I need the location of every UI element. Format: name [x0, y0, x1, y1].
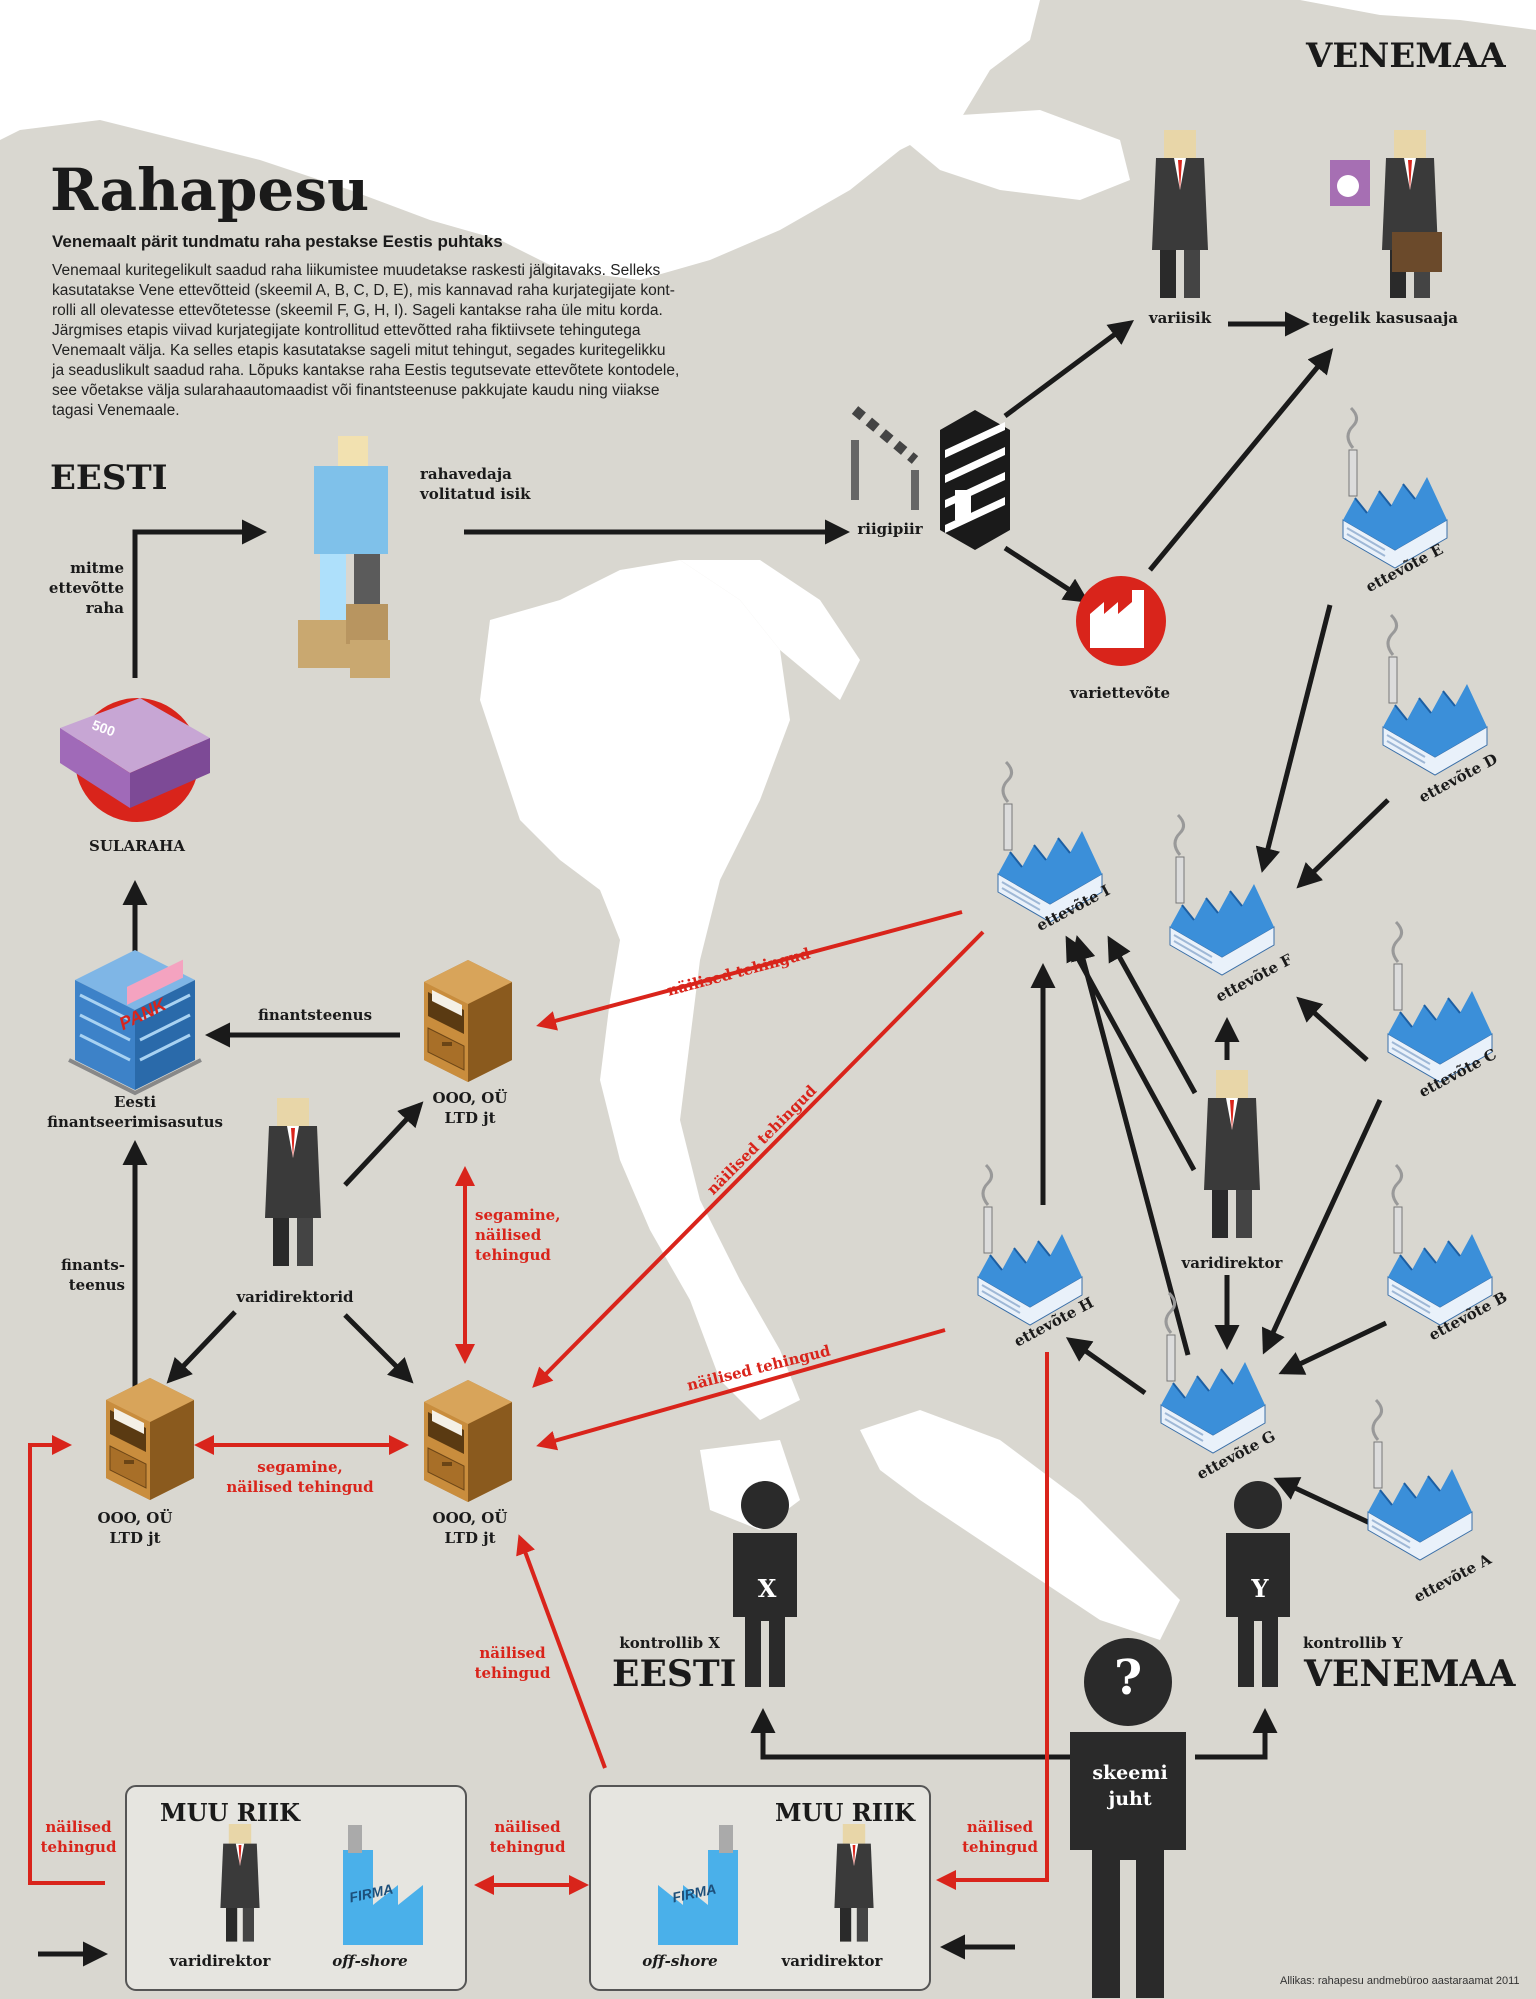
region-eesti-bottom: EESTI — [612, 1653, 737, 1695]
varidirektor-box-left-label: varidirektor — [169, 1952, 271, 1970]
finantsteenus-label: finantsteenus — [257, 1006, 373, 1024]
variettevote-label: variettevõte — [1069, 684, 1171, 702]
intro-text: Venemaal kuritegelikult saadud raha liik… — [52, 262, 680, 419]
varidirektorid-label: varidirektorid — [236, 1288, 354, 1306]
offshore-left-label: off-shore — [332, 1952, 408, 1970]
region-venemaa-bottom: VENEMAA — [1304, 1653, 1516, 1695]
riigipiir-label: riigipiir — [857, 520, 923, 538]
kontrollib-y-label: kontrollib Y — [1303, 1634, 1403, 1652]
kontrollib-x-label: kontrollib X — [619, 1634, 720, 1652]
varidirektor-box-right-label: varidirektor — [781, 1952, 883, 1970]
finants-teenus-label: finants-teenus — [60, 1256, 125, 1294]
subtitle: Venemaalt pärit tundmatu raha pestakse E… — [52, 232, 503, 251]
y-marker: Y — [1251, 1574, 1269, 1603]
tegelik-kasusaaja-label: tegelik kasusaaja — [1311, 309, 1458, 327]
variisik-label: variisik — [1148, 309, 1212, 327]
region-venemaa-top: VENEMAA — [1306, 36, 1506, 76]
x-marker: X — [757, 1574, 777, 1603]
sularaha-label: SULARAHA — [88, 837, 185, 855]
offshore-right-label: off-shore — [642, 1952, 718, 1970]
varidirektor-right-label: varidirektor — [1181, 1254, 1283, 1272]
muu-riik-left-title: MUU RIIK — [160, 1798, 301, 1827]
muu-riik-right-title: MUU RIIK — [775, 1798, 916, 1827]
source-note: Allikas: rahapesu andmebüroo aastaraamat… — [1280, 1975, 1520, 1987]
region-eesti-top: EESTI — [50, 458, 168, 498]
segamine-horizontal-label: segamine,näilised tehingud — [226, 1458, 374, 1496]
page-title: Rahapesu — [50, 156, 370, 224]
question-mark: ? — [1113, 1650, 1143, 1706]
